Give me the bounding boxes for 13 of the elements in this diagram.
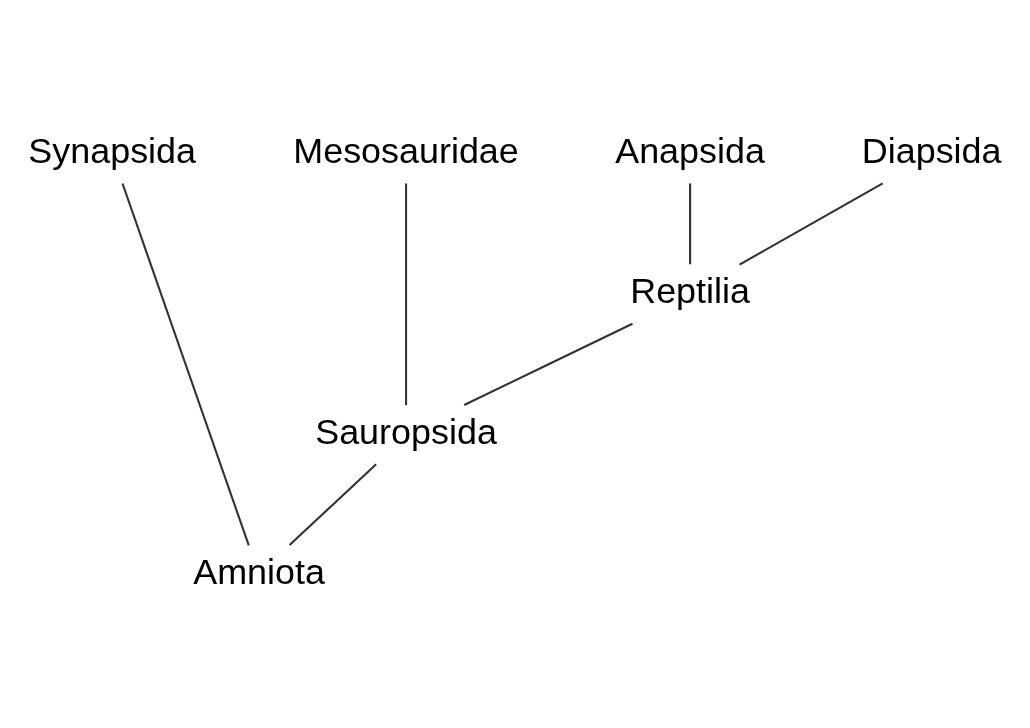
- node-text: Diapsida: [861, 129, 1002, 171]
- connector: [121, 182, 250, 546]
- node-text: Anapsida: [615, 129, 765, 171]
- connector: [288, 462, 377, 546]
- connector: [404, 182, 408, 405]
- node-text: Synapsida: [28, 129, 197, 171]
- node-text: Amniota: [193, 550, 325, 592]
- node-text: Sauropsida: [315, 410, 497, 452]
- connector: [689, 182, 692, 264]
- connector: [739, 181, 884, 265]
- node-text: Mesosauridae: [293, 129, 519, 171]
- node-text: Reptilia: [630, 269, 750, 311]
- connector: [463, 322, 633, 406]
